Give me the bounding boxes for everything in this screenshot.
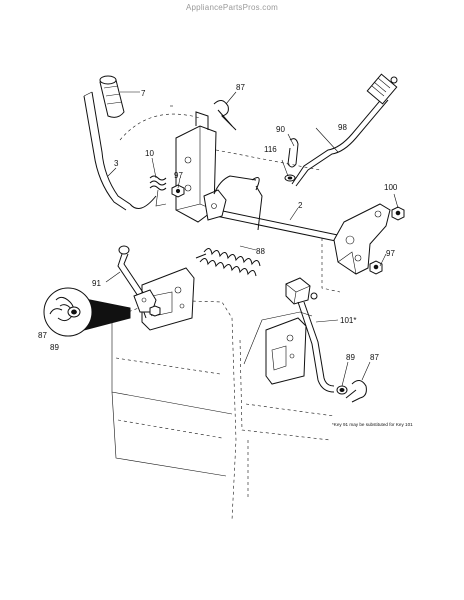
callout-89-lower: 89: [346, 353, 355, 362]
part-87-hairpin-clip-top: [213, 100, 237, 131]
callout-89-detail: 89: [50, 343, 59, 352]
leader-lines: [105, 91, 399, 387]
callout-101: 101*: [340, 316, 356, 325]
part-89-washer-lower: [336, 385, 348, 395]
callout-97-right: 97: [386, 249, 395, 258]
callout-98: 98: [338, 123, 347, 132]
callout-116: 116: [264, 145, 277, 154]
watermark: AppliancePartsPros.com: [186, 3, 278, 12]
callout-88: 88: [256, 247, 265, 256]
callout-3: 3: [114, 159, 119, 168]
detail-magnifier: [43, 287, 131, 337]
lever-travel-arc: [119, 113, 201, 141]
callout-7: 7: [141, 89, 146, 98]
callout-100: 100: [384, 183, 398, 192]
part-100-nut: [391, 206, 405, 221]
part-97-nut-right: [369, 260, 383, 275]
part-91-link-rod: [117, 245, 161, 319]
part-116-washer: [284, 174, 296, 182]
part-2-lift-shaft: [203, 189, 391, 275]
callout-10: 10: [145, 149, 154, 158]
part-7-handle-grip: [99, 75, 125, 118]
callout-91: 91: [92, 279, 101, 288]
part-90-clip: [287, 138, 299, 168]
callout-2: 2: [298, 201, 303, 210]
footnote: *Key 91 may be substituted for Key 101: [332, 422, 413, 427]
callout-87-top: 87: [236, 83, 245, 92]
callout-87-lower: 87: [370, 353, 379, 362]
part-88-extension-spring: [195, 175, 263, 277]
part-101-rod: [285, 277, 335, 393]
right-bracket: [265, 317, 307, 385]
part-10-spring: [149, 175, 167, 207]
part-98-upper-rod: [291, 73, 398, 187]
part-87-hairpin-clip-lower: [345, 380, 367, 403]
part-3-lift-lever: [83, 91, 157, 211]
callout-97-upper: 97: [174, 171, 183, 180]
part-97-nut-upper: [171, 184, 185, 198]
callout-87-detail: 87: [38, 331, 47, 340]
callout-90: 90: [276, 125, 285, 134]
